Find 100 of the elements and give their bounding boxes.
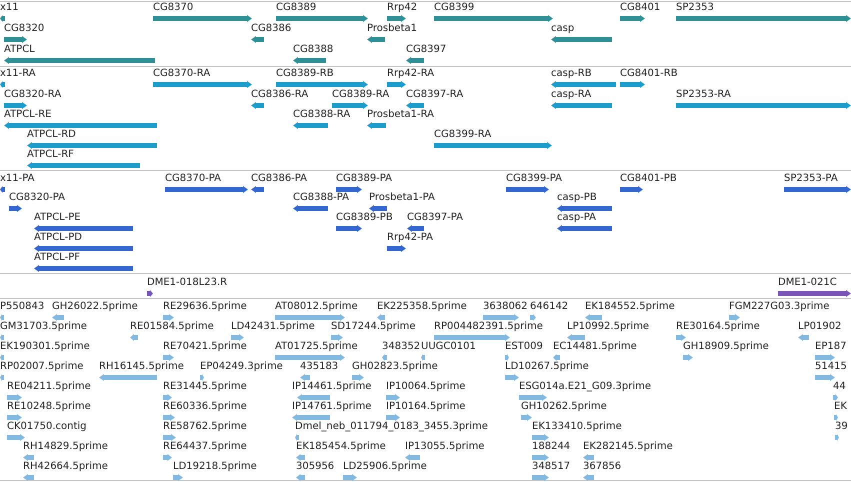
feature-label: EK185454.5prime <box>296 441 386 453</box>
feature-label: ATPCL-RF <box>27 149 74 161</box>
feature-label: GH10262.5prime <box>521 401 607 413</box>
feature-label: 348517 <box>532 461 570 473</box>
feature-label: LD25906.5prime <box>343 461 427 473</box>
feature-label: ESG014a.E21_G09.3prime <box>519 381 651 393</box>
feature-label: DME1-018L23.R <box>147 277 228 289</box>
feature-label: CG8389-RA <box>332 89 390 101</box>
feature-label: RE60336.5prime <box>163 401 247 413</box>
feature-label: DME1-021C <box>778 277 837 289</box>
feature-label: RP02007.5prime <box>0 361 84 373</box>
feature-label: 188244 <box>532 441 570 453</box>
feature-label: x11-RA <box>0 68 36 80</box>
feature-label: EP04249.3prime <box>200 361 283 373</box>
feature-label: EK <box>834 401 847 413</box>
feature-label: ATPCL <box>4 44 35 56</box>
feature-label: RP004482391.5prime <box>434 321 543 333</box>
feature-label: x11 <box>0 2 19 14</box>
feature-label: CG8397 <box>406 44 446 56</box>
feature-label: CG8389-PB <box>336 212 393 224</box>
feature-label: CG8399-PA <box>506 173 562 185</box>
feature-label: CG8397-PA <box>407 212 464 224</box>
feature-label: EK225358.5prime <box>377 301 467 313</box>
feature-label: CG8389-RB <box>276 68 334 80</box>
feature-label: SD17244.5prime <box>331 321 416 333</box>
feature-label: AT08012.5prime <box>275 301 358 313</box>
feature-label: LD10267.5prime <box>505 361 589 373</box>
feature-label: CG8401 <box>620 2 660 14</box>
feature-label: CG8320-RA <box>4 89 62 101</box>
feature-label: EP187 <box>815 341 846 353</box>
feature-label: Prosbeta1-RA <box>367 109 434 121</box>
feature-label: GM31703.5prime <box>0 321 87 333</box>
feature-label: CG8389 <box>276 2 316 14</box>
feature-label: IP14761.5prime <box>292 401 372 413</box>
feature-label: IP10064.5prime <box>386 381 466 393</box>
feature-label: CG8397-RA <box>406 89 464 101</box>
feature-label: RH14829.5prime <box>23 441 108 453</box>
feature-label: CG8399-RA <box>434 129 492 141</box>
feature-label: 367856 <box>583 461 622 473</box>
feature-label: RH16145.5prime <box>99 361 184 373</box>
feature-label: casp-RA <box>551 89 592 101</box>
feature-label: LP10992.5prime <box>567 321 650 333</box>
feature-label: ATPCL-RD <box>27 129 76 141</box>
feature-label: CG8320-PA <box>9 192 66 204</box>
feature-label: RE70421.5prime <box>163 341 247 353</box>
feature-label: CG8386-RA <box>251 89 308 101</box>
feature-label: Rrp42 <box>387 2 418 14</box>
feature-label: CG8388 <box>293 44 334 56</box>
feature-label: SP2353-PA <box>784 173 838 185</box>
feature-label: RE30164.5prime <box>676 321 760 333</box>
feature-label: 348352 <box>382 341 420 353</box>
feature-label: casp <box>551 23 574 35</box>
feature-label: x11-PA <box>0 173 34 185</box>
feature-label: IP10164.5prime <box>386 401 466 413</box>
feature-label: SP2353-RA <box>676 89 731 101</box>
feature-label: IP14461.5prime <box>292 381 372 393</box>
feature-label: EC14481.5prime <box>553 341 637 353</box>
feature-label: casp-RB <box>551 68 592 80</box>
feature-label: 305956 <box>296 461 334 473</box>
feature-label: IP13055.5prime <box>405 441 484 453</box>
feature-label: CG8320 <box>4 23 44 35</box>
feature-label: ATPCL-PD <box>34 232 82 244</box>
feature-label: CG8370-PA <box>165 173 222 185</box>
feature-label: P550843 <box>0 301 44 313</box>
feature-label: RE64437.5prime <box>163 441 247 453</box>
feature-label: RE01584.5prime <box>130 321 214 333</box>
feature-label: Dmel_neb_011794_0183_3455.3prime <box>295 421 488 433</box>
feature-label: Prosbeta1-PA <box>369 192 435 204</box>
feature-label: GH18909.5prime <box>683 341 769 353</box>
feature-label: ATPCL-PE <box>34 212 81 224</box>
feature-label: ATPCL-RE <box>4 109 52 121</box>
feature-label: SP2353 <box>676 2 714 14</box>
feature-label: 44 <box>833 381 846 393</box>
feature-label: Rrp42-PA <box>387 232 433 244</box>
feature-label: CG8389-PA <box>336 173 392 185</box>
feature-label: 435183 <box>300 361 338 373</box>
feature-label: EK282145.5prime <box>583 441 673 453</box>
feature-label: CG8370 <box>153 2 194 14</box>
feature-label: CG8386-PA <box>251 173 308 185</box>
feature-label: EK184552.5prime <box>585 301 675 313</box>
feature-label: CG8399 <box>434 2 474 14</box>
feature-label: 646142 <box>530 301 568 313</box>
feature-label: LD19218.5prime <box>173 461 257 473</box>
feature-label: EK133410.5prime <box>532 421 622 433</box>
feature-label: UUGC0101 <box>421 341 476 353</box>
feature-label: EST009 <box>505 341 543 353</box>
feature-label: AT01725.5prime <box>275 341 358 353</box>
feature-label: FGM227G03.3prime <box>729 301 830 313</box>
feature-label: RH42664.5prime <box>23 461 108 473</box>
feature-label: RE29636.5prime <box>163 301 247 313</box>
feature-label: CG8401-PB <box>620 173 677 185</box>
feature-label: LD42431.5prime <box>231 321 315 333</box>
feature-label: CG8388-PA <box>293 192 350 204</box>
feature-label: GH26022.5prime <box>52 301 138 313</box>
feature-label: LP01902 <box>798 321 842 333</box>
feature-label: CG8386 <box>251 23 292 35</box>
feature-label: CG8388-RA <box>293 109 350 121</box>
feature-label: EK190301.5prime <box>0 341 90 353</box>
feature-label: casp-PA <box>557 212 596 224</box>
feature-label: Rrp42-RA <box>387 68 434 80</box>
